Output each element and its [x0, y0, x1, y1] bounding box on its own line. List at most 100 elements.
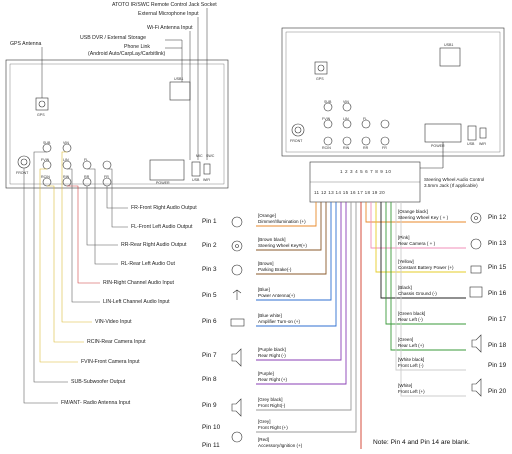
- right-front-antenna-core: [294, 126, 302, 134]
- pin-left-color: [Grey]: [258, 419, 271, 424]
- right-wifi-port: [479, 127, 487, 139]
- pin-left-number: Pin 5: [202, 292, 217, 299]
- pin-left-number: Pin 3: [202, 266, 217, 273]
- pin-left-color: [Blue white]: [258, 313, 282, 318]
- pin-right-number: Pin 16: [488, 290, 507, 297]
- pin-left-color: [Brown black]: [258, 237, 286, 242]
- harness-wire-green: [385, 202, 466, 325]
- pin-left-number: Pin 2: [202, 242, 217, 249]
- connector-top-row: 1 2 3 4 5 6 7 8 9 10: [340, 169, 392, 174]
- left-usb-port: [191, 161, 201, 177]
- left-unit-mic: MIC: [196, 154, 203, 158]
- right-rca-sub: [323, 102, 333, 112]
- label-fl-out: FL-Front Left Audio Output: [131, 224, 193, 230]
- left-unit-fvin: FVIN: [41, 158, 50, 162]
- antenna-icon: [232, 289, 242, 300]
- right-head-unit-inner: [285, 31, 501, 153]
- left-unit-usb1: USB1: [174, 77, 184, 81]
- pin-left-number: Pin 10: [202, 424, 221, 431]
- callout-fm: [23, 168, 58, 404]
- callout-fr: [106, 186, 128, 209]
- pin-left-color: [Grey black]: [258, 397, 283, 402]
- pin-left-number: Pin 9: [202, 402, 217, 409]
- pin-right-number: Pin 19: [488, 362, 507, 369]
- right-unit-front: FRONT: [290, 139, 303, 143]
- left-head-unit-inner: [9, 63, 225, 185]
- speaker-rr-icon: [231, 348, 242, 367]
- rca-fvin: [42, 160, 52, 170]
- harness-wire-brown: [256, 202, 322, 251]
- left-usb1-port: [169, 81, 191, 101]
- callout-rcin: [47, 185, 84, 343]
- left-unit-front: FRONT: [16, 171, 29, 175]
- blank-pins-note: Note: Pin 4 and Pin 14 are blank.: [373, 439, 470, 446]
- pin-right-desc: Front Left (+): [398, 389, 425, 394]
- pin-left-desc: Front Right(-): [258, 403, 286, 408]
- steering-wheel-right-icon: [470, 212, 482, 224]
- pin-left-desc: Accessory/Ignition (+): [258, 443, 303, 448]
- pin-left-desc: Steering Wheel Key#(+): [258, 243, 307, 248]
- harness-wire-white: [400, 202, 466, 397]
- speaker-fr-icon: [231, 398, 242, 417]
- right-unit-fr: FR: [382, 146, 387, 150]
- callout-rin: [67, 185, 100, 284]
- label-gps-antenna: GPS Antenna: [10, 41, 42, 47]
- left-callout-lines: [23, 151, 128, 404]
- right-unit-gps: GPS: [316, 77, 324, 81]
- callout-vin: [61, 151, 92, 323]
- left-unit-lin: LIN: [63, 158, 69, 162]
- harness-wire-purple: [256, 202, 342, 361]
- right-unit-wifi: WiFi: [479, 142, 487, 146]
- pin-right-desc: Chassis Ground (-): [398, 291, 437, 296]
- pin-right-desc: Front Left (-): [398, 363, 424, 368]
- callout-lin: [67, 168, 100, 303]
- right-unit-usb1: USB1: [444, 43, 454, 47]
- label-rin-in: RIN-Right Channel Audio Input: [103, 280, 174, 286]
- pin-left-desc: Front Right (+): [258, 425, 288, 430]
- pin-right-number: Pin 20: [488, 388, 507, 395]
- label-phone-link-sub: (Android Auto/CarpLay/Carbitlink): [88, 51, 166, 57]
- top-callout-lines: [41, 8, 208, 160]
- right-rca-rin: [342, 136, 352, 146]
- pin-right-number: Pin 18: [488, 342, 507, 349]
- right-unit-usb: USB: [467, 142, 475, 146]
- amplifier-icon: [230, 318, 245, 327]
- label-usb-dvr: USB DVR / External Storage: [80, 35, 147, 41]
- left-front-antenna: [17, 155, 31, 169]
- pin-left-color: [Purple black]: [258, 347, 286, 352]
- label-fm-ant: FM/ANT- Radio Antenna Input: [61, 400, 131, 406]
- left-unit-fl: FL: [84, 158, 89, 162]
- pin-right-desc: Constant Battery Power (+): [398, 265, 454, 270]
- swc-note-2: 3.5mm Jack (If applicable): [424, 183, 478, 188]
- ground-icon: [469, 286, 483, 298]
- left-unit-rin: RIN: [63, 175, 70, 179]
- pin-left-desc: Power Antenna(+): [258, 293, 295, 298]
- right-rca-fl: [361, 119, 371, 129]
- right-rca-vin: [342, 102, 352, 112]
- rca-rin: [62, 177, 72, 187]
- harness-wire-black: [380, 202, 466, 299]
- harness-wire-grey: [256, 202, 352, 411]
- pin-right-number: Pin 12: [488, 214, 507, 221]
- ignition-key-icon: [231, 431, 243, 443]
- pin-left-number: Pin 8: [202, 376, 217, 383]
- rca-rl: [102, 160, 112, 170]
- pin-icons: [230, 212, 483, 443]
- harness-wire-pink: [370, 202, 466, 249]
- left-unit-sub: SUB: [43, 141, 51, 145]
- rca-lin: [62, 160, 72, 170]
- pin-left-desc: Dimmer/Illumination (+): [258, 219, 306, 224]
- callout-sub: [33, 151, 68, 383]
- pin-left-desc: Rear Right (-): [258, 353, 286, 358]
- swc-note-1: Steering Wheel Audio Control: [424, 177, 485, 182]
- speaker-rl-icon: [471, 334, 482, 353]
- pin-right-color: [Black]: [398, 285, 412, 290]
- left-front-antenna-core: [20, 158, 28, 166]
- pin-left-desc: Amplifier Turn-on (+): [258, 319, 300, 324]
- harness-wire-orange: [365, 202, 466, 223]
- left-unit-power: POWER: [156, 181, 170, 185]
- right-usb1-port: [439, 47, 461, 67]
- right-rca-fr: [380, 136, 390, 146]
- harness-wires-right: [365, 202, 466, 397]
